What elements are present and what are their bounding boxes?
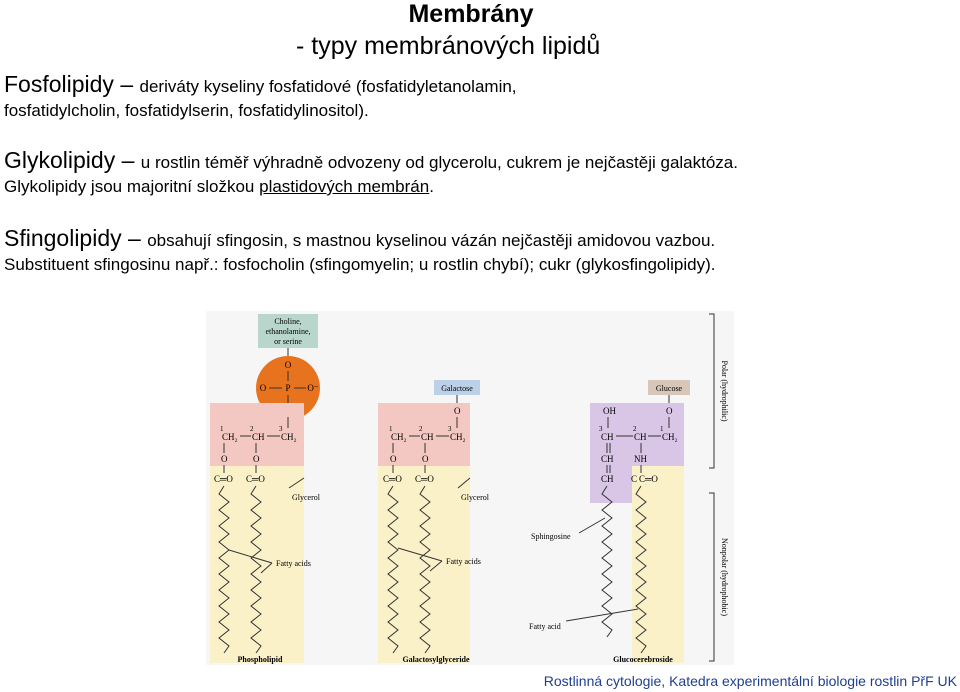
phospho-glycerol-box bbox=[210, 403, 304, 466]
choline-label-1: Choline, bbox=[274, 317, 301, 326]
page-subtitle: - typy membránových lipidů bbox=[296, 32, 601, 60]
phospho-ester-o2: O bbox=[253, 454, 260, 464]
phosphate-p: P bbox=[285, 383, 290, 393]
phospho-ch2-1: CH₂ bbox=[222, 432, 238, 442]
polar-label: Polar (hydrophilic) bbox=[720, 360, 729, 421]
galacto-ch2-1: CH₂ bbox=[391, 432, 407, 442]
phospho-c1-number: 1 bbox=[220, 425, 224, 433]
phospholipid-caption: Phospholipid bbox=[238, 655, 283, 664]
glucocer-carbonyl: C═O bbox=[639, 474, 658, 484]
glucocer-c3-number: 3 bbox=[599, 425, 603, 433]
sfingolipidy-dash: – bbox=[121, 225, 148, 251]
glykolipidy-paragraph: Glykolipidy – u rostlin téměř výhradně o… bbox=[4, 148, 738, 199]
phospho-c3-number: 3 bbox=[279, 425, 283, 433]
glucocerebroside-structure: Glucose OH O 3 2 1 CH CH CH₂ CH NH CH C … bbox=[529, 380, 690, 664]
phospho-carbonyl-1: C═O bbox=[214, 474, 233, 484]
sfingolipidy-paragraph: Sfingolipidy – obsahují sfingosin, s mas… bbox=[4, 226, 716, 277]
glykolipidy-line1: Glykolipidy – u rostlin téměř výhradně o… bbox=[4, 148, 738, 175]
fosfolipidy-term: Fosfolipidy bbox=[4, 71, 114, 97]
galacto-ch: CH bbox=[421, 432, 434, 442]
glucocer-ch2-1: CH₂ bbox=[662, 432, 678, 442]
phospho-fatty-acids-label: Fatty acids bbox=[276, 559, 311, 568]
galacto-c1-number: 1 bbox=[389, 425, 393, 433]
choline-label-3: or serine bbox=[274, 337, 302, 346]
polar-bracket bbox=[709, 313, 715, 469]
page-title: Membrány bbox=[0, 0, 960, 29]
sphingosine-label: Sphingosine bbox=[531, 532, 571, 541]
phosphate-o-minus: O⁻ bbox=[307, 383, 318, 393]
fosfolipidy-text1: deriváty kyseliny fosfatidové (fosfatidy… bbox=[139, 77, 517, 96]
phospho-c2-number: 2 bbox=[250, 425, 254, 433]
phospho-ch2-3: CH₂ bbox=[281, 432, 297, 442]
glykolipidy-line2: Glykolipidy jsou majoritní složkou plast… bbox=[4, 175, 738, 199]
sphingosine-headgroup-box bbox=[590, 403, 684, 503]
galacto-fatty-acids-label: Fatty acids bbox=[446, 557, 481, 566]
glucocer-nh: NH bbox=[634, 454, 647, 464]
glucocer-ch-2: CH bbox=[634, 432, 647, 442]
glucocer-ch-3: CH bbox=[601, 432, 614, 442]
lipid-structures-figure: Choline, ethanolamine, or serine O P O O… bbox=[206, 311, 734, 665]
galacto-o-top: O bbox=[454, 406, 461, 416]
sfingolipidy-line1: Sfingolipidy – obsahují sfingosin, s mas… bbox=[4, 226, 716, 253]
glykolipidy-term: Glykolipidy bbox=[4, 147, 116, 173]
glucocer-fatty-acid-box bbox=[632, 494, 684, 663]
fosfolipidy-text2: fosfatidylcholin, fosfatidylserin, fosfa… bbox=[4, 101, 369, 120]
glucocer-o: O bbox=[666, 406, 673, 416]
glykolipidy-text1: u rostlin téměř výhradně odvozeny od gly… bbox=[140, 153, 738, 172]
galacto-c2-number: 2 bbox=[419, 425, 423, 433]
phospho-ch: CH bbox=[252, 432, 265, 442]
galacto-c3-number: 3 bbox=[448, 425, 452, 433]
glucocer-c1-number: 1 bbox=[660, 425, 664, 433]
glucocer-ch-double-2: CH bbox=[601, 474, 614, 484]
phospholipid-structure: Choline, ethanolamine, or serine O P O O… bbox=[210, 314, 321, 664]
phospho-carbonyl-2: C═O bbox=[246, 474, 265, 484]
page-title-text: Membrány bbox=[408, 0, 534, 28]
fosfolipidy-dash: – bbox=[113, 71, 140, 97]
galacto-carbonyl-1: C═O bbox=[383, 474, 402, 484]
galactosylglyceride-structure: Galactose O 1 2 3 CH₂ CH CH₂ O O C═O C═O… bbox=[378, 380, 490, 664]
galactose-label: Galactose bbox=[441, 384, 473, 393]
phosphate-o-top: O bbox=[285, 360, 292, 370]
galacto-carbonyl-2: C═O bbox=[415, 474, 434, 484]
glucose-label: Glucose bbox=[656, 384, 683, 393]
glucocer-oh: OH bbox=[603, 406, 616, 416]
galactose-box bbox=[434, 380, 480, 395]
sfingolipidy-text1: obsahují sfingosin, s mastnou kyselinou … bbox=[147, 231, 716, 250]
glykolipidy-dash: – bbox=[115, 147, 141, 173]
galacto-glycerol-label: Glycerol bbox=[461, 493, 490, 502]
phosphate-o-left: O bbox=[260, 383, 267, 393]
galacto-ester-o1: O bbox=[390, 454, 397, 464]
footer-text: Rostlinná cytologie, Katedra experimentá… bbox=[543, 673, 957, 689]
fosfolipidy-paragraph: Fosfolipidy – deriváty kyseliny fosfatid… bbox=[4, 72, 517, 123]
sfingolipidy-term: Sfingolipidy bbox=[4, 225, 122, 251]
plastid-membranes-link[interactable]: plastidových membrán bbox=[259, 177, 430, 196]
polarity-brackets: Polar (hydrophilic) Nonpolar (hydrophobi… bbox=[709, 313, 729, 662]
sfingolipidy-text2: Substituent sfingosinu např.: fosfocholi… bbox=[4, 255, 716, 274]
galacto-ch2-3: CH₂ bbox=[450, 432, 466, 442]
galacto-glycerol-box bbox=[378, 403, 470, 466]
galactosylglyceride-caption: Galactosylglyceride bbox=[402, 655, 470, 664]
glykolipidy-text2-post: . bbox=[429, 177, 434, 196]
glucocer-c2-number: 2 bbox=[633, 425, 637, 433]
choline-label-2: ethanolamine, bbox=[265, 327, 310, 336]
glucocer-ch-double-1: CH bbox=[601, 454, 614, 464]
glucocerebroside-caption: Glucocerebroside bbox=[613, 655, 673, 664]
galacto-ester-o2: O bbox=[422, 454, 429, 464]
phospho-ester-o1: O bbox=[221, 454, 228, 464]
glucocer-carbonyl-c: C bbox=[631, 474, 637, 484]
glykolipidy-text2-pre: Glykolipidy jsou majoritní složkou bbox=[4, 177, 260, 196]
glucose-box bbox=[648, 380, 690, 395]
fosfolipidy-line1: Fosfolipidy – deriváty kyseliny fosfatid… bbox=[4, 72, 517, 99]
fatty-acid-label: Fatty acid bbox=[529, 622, 561, 631]
phospho-glycerol-label: Glycerol bbox=[292, 493, 321, 502]
nonpolar-bracket bbox=[709, 492, 715, 662]
choline-box bbox=[258, 314, 318, 348]
nonpolar-label: Nonpolar (hydrophobic) bbox=[720, 538, 729, 616]
